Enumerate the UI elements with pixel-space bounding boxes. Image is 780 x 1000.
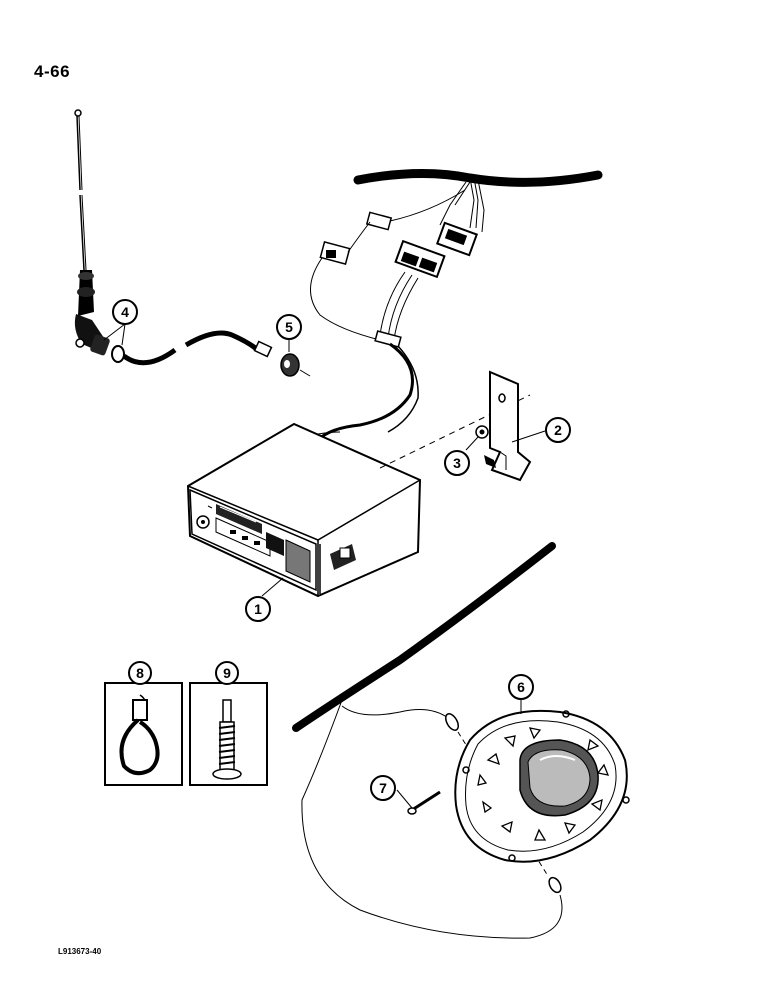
leader-1 bbox=[261, 577, 284, 597]
svg-text:4: 4 bbox=[121, 304, 129, 320]
callout-5: 5 bbox=[276, 314, 302, 340]
figure-code: L913673-40 bbox=[58, 947, 102, 956]
callout-1: 1 bbox=[245, 596, 271, 622]
callout-8: 8 bbox=[128, 661, 152, 685]
svg-text:9: 9 bbox=[223, 665, 231, 681]
callout-4: 4 bbox=[112, 299, 138, 325]
speaker bbox=[454, 709, 630, 863]
svg-text:7: 7 bbox=[379, 780, 387, 796]
antenna-cable bbox=[111, 330, 311, 377]
leader-2 bbox=[511, 430, 546, 443]
cable-strap-detail bbox=[104, 682, 183, 786]
svg-text:1: 1 bbox=[254, 601, 262, 617]
svg-text:3: 3 bbox=[453, 455, 461, 471]
callout-9: 9 bbox=[215, 661, 239, 685]
nut bbox=[475, 425, 489, 439]
svg-text:5: 5 bbox=[285, 319, 293, 335]
radio bbox=[186, 422, 422, 598]
wiring-harness bbox=[310, 168, 603, 442]
callout-6: 6 bbox=[508, 674, 534, 700]
mounting-bracket bbox=[484, 370, 532, 482]
screw bbox=[407, 790, 441, 815]
leader-4a bbox=[103, 323, 126, 341]
callout-7: 7 bbox=[370, 775, 396, 801]
push-rivet-detail bbox=[189, 682, 268, 786]
svg-text:2: 2 bbox=[554, 422, 562, 438]
speaker-harness bbox=[292, 542, 563, 939]
svg-text:8: 8 bbox=[136, 665, 144, 681]
callout-2: 2 bbox=[545, 417, 571, 443]
leader-4b bbox=[121, 323, 126, 346]
page-number: 4-66 bbox=[34, 62, 71, 81]
mounting-hidden-line bbox=[379, 394, 531, 469]
antenna bbox=[74, 109, 110, 356]
svg-text:6: 6 bbox=[517, 679, 525, 695]
leader-7 bbox=[396, 789, 413, 809]
callout-3: 3 bbox=[444, 450, 470, 476]
leader-3 bbox=[465, 436, 479, 451]
